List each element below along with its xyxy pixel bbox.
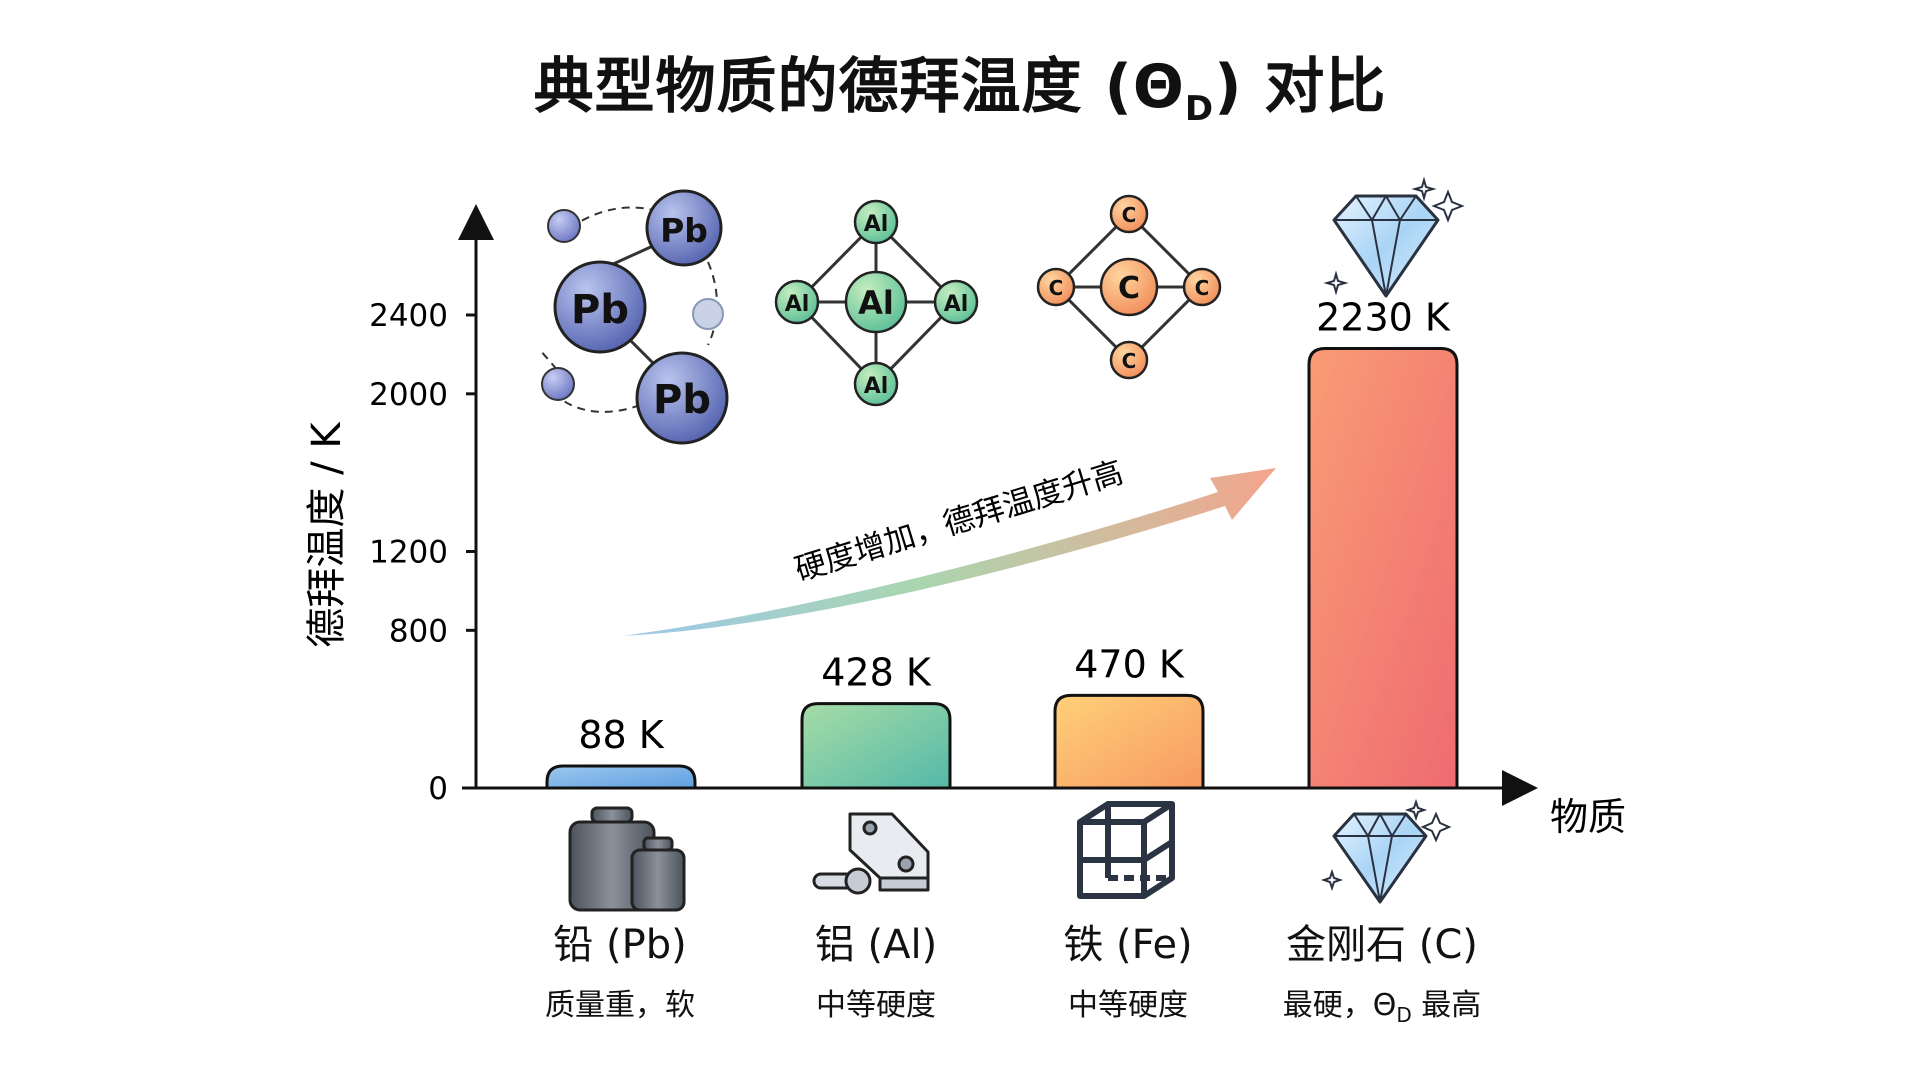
category-note: 最硬，ΘD 最高 [1232, 980, 1532, 1027]
bar [545, 764, 697, 790]
pb-atom-label: Pb [660, 211, 708, 250]
sparkle-icon [1320, 798, 1452, 892]
al-structure-icon: Al Al Al Al Al [774, 199, 979, 407]
y-ticks: 0 800 1200 2000 2400 [369, 298, 476, 807]
category-label-al: 铝 (Al) 中等硬度 [726, 912, 1026, 1024]
x-axis-label: 物质 [1550, 795, 1626, 839]
category-label-fe: 铁 (Fe) 中等硬度 [978, 912, 1278, 1024]
pb-atom-label: Pb [571, 287, 629, 333]
category-note: 中等硬度 [1068, 988, 1188, 1023]
y-tick-label: 1200 [369, 535, 448, 571]
bar-value-label: 470 K [1074, 642, 1185, 686]
note-theta: Θ [1372, 988, 1397, 1023]
chart-title: 典型物质的德拜温度 (ΘD) 对比 [0, 38, 1920, 129]
category-name: 铝 (Al) [814, 922, 938, 968]
al-atom-label: Al [864, 212, 889, 237]
bar-value-label: 88 K [578, 713, 664, 757]
c-atom-label: C [1195, 276, 1210, 300]
title-tail: ) 对比 [1214, 52, 1387, 122]
pb-atom-label: Pb [653, 377, 711, 423]
al-atom-label: Al [944, 292, 969, 317]
category-label-c: 金刚石 (C) 最硬，ΘD 最高 [1232, 912, 1532, 1027]
sparkle-icon [1323, 176, 1465, 296]
title-subscript: D [1184, 89, 1215, 129]
lead-weight-icon [568, 806, 686, 912]
bar [1053, 693, 1205, 790]
al-atom-label: Al [858, 284, 894, 322]
al-atom-label: Al [864, 374, 889, 399]
diamond-icon [1332, 194, 1440, 298]
note-tail: 最高 [1411, 988, 1482, 1023]
c-structure-icon: C C C C C [1036, 194, 1222, 380]
y-tick-label: 0 [428, 771, 448, 807]
diamond-icon [1332, 811, 1428, 904]
pb-structure-icon: Pb Pb Pb [539, 189, 729, 445]
c-atom-label: C [1118, 271, 1140, 306]
c-atom-label: C [1049, 276, 1064, 300]
category-name: 铅 (Pb) [553, 922, 687, 968]
iron-frame-icon [1077, 801, 1175, 899]
title-main: 典型物质的德拜温度 (Θ [533, 52, 1185, 122]
aluminum-part-icon [812, 812, 930, 895]
bar-value-label: 428 K [821, 651, 932, 695]
y-tick-label: 800 [389, 613, 448, 649]
bar [800, 702, 952, 790]
category-label-pb: 铅 (Pb) 质量重，软 [470, 912, 770, 1024]
bar [1307, 347, 1459, 790]
al-atom-label: Al [785, 292, 810, 317]
note-text: 最硬， [1282, 988, 1373, 1023]
y-tick-label: 2000 [369, 377, 448, 413]
category-note: 中等硬度 [816, 988, 936, 1023]
y-axis-label: 德拜温度 / K [304, 421, 350, 648]
bars: 88 K 428 K 470 K 2230 K [545, 296, 1459, 790]
category-name: 金刚石 (C) [1286, 922, 1478, 968]
category-name: 铁 (Fe) [1063, 922, 1193, 968]
trend-arrow [622, 468, 1276, 636]
c-atom-label: C [1122, 203, 1137, 227]
note-subscript: D [1396, 1003, 1412, 1027]
bar-value-label: 2230 K [1316, 296, 1451, 340]
category-note: 质量重，软 [545, 988, 695, 1023]
y-tick-label: 2400 [369, 298, 448, 334]
c-atom-label: C [1122, 349, 1137, 373]
